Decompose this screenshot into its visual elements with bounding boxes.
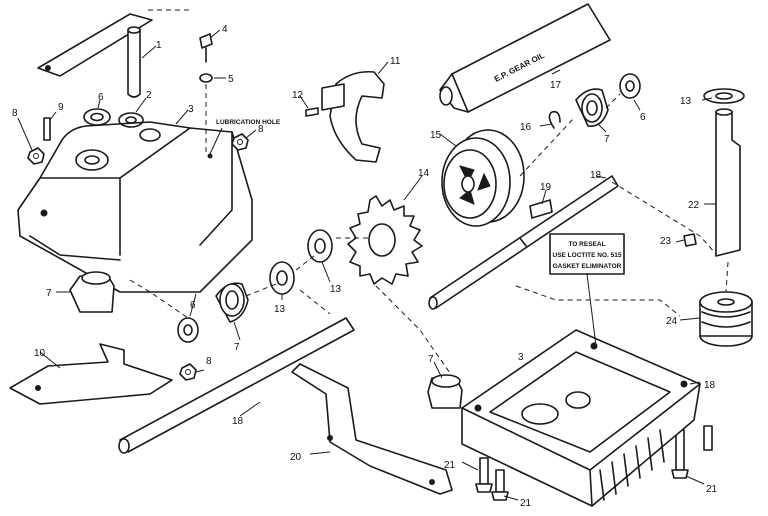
callout-16: 16 <box>520 122 532 133</box>
callout-18-right: 18 <box>704 380 716 391</box>
part-8-nut-left <box>27 147 45 165</box>
part-20-bracket <box>291 363 453 495</box>
callout-21-a: 21 <box>444 460 456 471</box>
callout-13-a: 13 <box>274 304 286 315</box>
callout-1: 1 <box>156 40 162 51</box>
part-9-stud <box>43 117 51 141</box>
lubrication-leader <box>209 127 223 155</box>
part-24-bevel-gear <box>699 291 753 347</box>
callout-21-c: 21 <box>706 484 718 495</box>
callout-6-center: 6 <box>190 300 196 311</box>
callout-13-b: 13 <box>330 284 342 295</box>
part-13-washer-b <box>307 229 333 263</box>
callout-4: 4 <box>222 24 228 35</box>
part-6-seal-right <box>619 73 641 99</box>
part-3-upper-housing <box>17 121 253 293</box>
callout-22: 22 <box>688 200 700 211</box>
callout-15: 15 <box>430 130 442 141</box>
reseal-note-box: TO RESEAL USE LOCTITE NO. 515 GASKET ELI… <box>549 233 625 347</box>
part-3-lower-housing <box>461 329 701 507</box>
callout-18-lower: 18 <box>232 416 244 427</box>
part-16-snap-ring <box>548 110 561 129</box>
part-17-gear-oil-tube: E.P. GEAR OIL <box>439 3 611 113</box>
callout-13-c: 13 <box>680 96 692 107</box>
callout-21-b: 21 <box>520 498 532 509</box>
callout-8-left: 8 <box>12 108 18 119</box>
part-21-bolt-a <box>475 457 493 493</box>
callout-10: 10 <box>34 348 46 359</box>
part-22-output-shaft <box>715 108 741 257</box>
part-7-bushing-center <box>215 282 249 323</box>
part-18-shaft-lower <box>118 317 355 454</box>
part-7-bushing-right <box>575 88 609 127</box>
callout-2: 2 <box>146 90 152 101</box>
part-8-nut-right <box>231 133 249 151</box>
part-4-screw <box>199 33 213 63</box>
callout-5: 5 <box>228 74 234 85</box>
callout-6-left: 6 <box>98 92 104 103</box>
callout-20: 20 <box>290 452 302 463</box>
callout-3-lower: 3 <box>518 352 524 363</box>
reseal-note-line-1: TO RESEAL <box>568 241 605 248</box>
callout-3-upper: 3 <box>188 104 194 115</box>
part-13-washer-a <box>269 261 295 295</box>
part-21-bolt-c <box>671 425 713 479</box>
callout-11: 11 <box>390 56 401 67</box>
lubrication-hole-label: LUBRICATION HOLE <box>216 119 281 126</box>
reseal-note-line-3: GASKET ELIMINATOR <box>553 263 622 270</box>
part-2-seal <box>118 112 144 128</box>
callout-7-right: 7 <box>604 134 610 145</box>
callout-19: 19 <box>540 182 552 193</box>
part-12-pin <box>305 107 319 117</box>
part-14-gear <box>347 195 423 285</box>
part-15-clutch-pulley <box>441 129 525 227</box>
callout-23: 23 <box>660 236 672 247</box>
callout-6-right: 6 <box>640 112 646 123</box>
assembly-lines <box>129 9 729 377</box>
part-21-bolt-b <box>491 469 509 501</box>
callout-7-lower: 7 <box>428 354 434 365</box>
callout-17: 17 <box>550 80 562 91</box>
callout-numbers: 1 2 3 3 4 5 6 6 6 7 7 7 7 8 8 8 9 10 11 … <box>12 24 718 509</box>
part-1-shift-bracket <box>37 13 153 98</box>
part-18-shaft-upper <box>428 175 619 310</box>
part-19-key <box>529 199 553 219</box>
part-13-washer-c <box>703 88 745 104</box>
callout-14: 14 <box>418 168 430 179</box>
reseal-note-line-2: USE LOCTITE NO. 515 <box>553 252 622 259</box>
part-6-seal-left <box>83 108 111 126</box>
callout-24: 24 <box>666 316 678 327</box>
part-10-plate <box>9 343 173 405</box>
callout-12: 12 <box>292 90 304 101</box>
part-7-bushing-lower <box>427 374 463 409</box>
part-7-bushing-left <box>69 271 115 313</box>
part-23-key <box>683 233 697 247</box>
callout-leaders <box>17 29 716 501</box>
callout-7-left: 7 <box>46 288 52 299</box>
callout-7-center: 7 <box>234 342 240 353</box>
callout-8-right: 8 <box>258 124 264 135</box>
callout-18-upper: 18 <box>590 170 602 181</box>
part-5-washer <box>199 73 213 83</box>
part-6-seal-center <box>177 317 199 343</box>
part-11-shift-fork <box>321 70 385 163</box>
part-8-nut-lower <box>179 363 197 381</box>
callout-8-lower: 8 <box>206 356 212 367</box>
callout-9: 9 <box>58 102 64 113</box>
